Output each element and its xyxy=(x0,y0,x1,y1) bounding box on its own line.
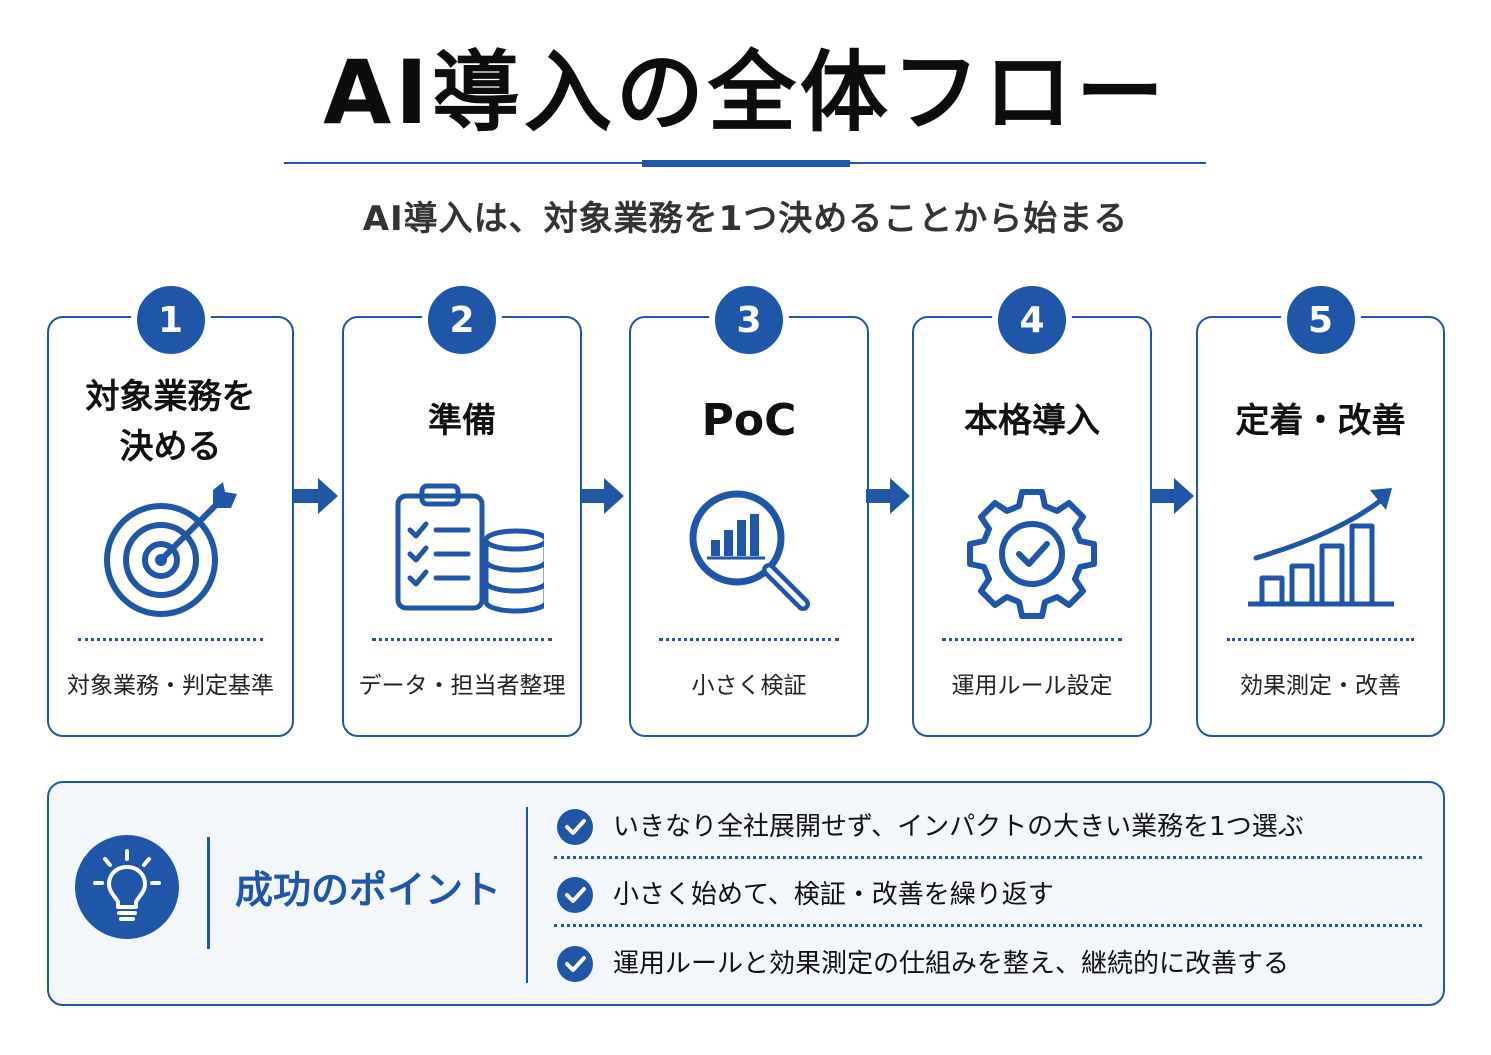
step-description: データ・担当者整理 xyxy=(358,673,566,699)
arrow-right-icon xyxy=(294,478,338,514)
step-description: 運用ルール設定 xyxy=(951,673,1113,699)
tip-item: 運用ルールと効果測定の仕組みを整え、継続的に改善する xyxy=(557,932,1423,992)
step-description: 対象業務・判定基準 xyxy=(67,673,274,699)
success-points-panel: 成功のポイント いきなり全社展開せず、インパクトの大きい業務を1つ選ぶ 小さく始… xyxy=(47,781,1445,1006)
chart-magnifier-icon xyxy=(689,490,810,611)
panel-divider xyxy=(207,837,210,949)
tip-text: 運用ルールと効果測定の仕組みを整え、継続的に改善する xyxy=(613,949,1290,979)
gear-check-icon xyxy=(967,489,1097,619)
clipboard-database-icon xyxy=(395,483,544,614)
step-divider xyxy=(942,638,1122,641)
step-title: 定着・改善 xyxy=(1235,401,1406,441)
step-divider xyxy=(659,638,839,641)
step-divider xyxy=(78,638,263,641)
tip-separator xyxy=(554,856,1422,859)
tip-separator xyxy=(554,924,1422,927)
arrow-right-icon xyxy=(1150,478,1194,514)
tip-item: いきなり全社展開せず、インパクトの大きい業務を1つ選ぶ xyxy=(557,795,1423,855)
step-card-2: 2 準備 データ・担当者整理 xyxy=(342,280,582,737)
checkmark-icon xyxy=(557,946,593,982)
lightbulb-badge xyxy=(75,835,179,939)
page-title: AI導入の全体フロー xyxy=(323,41,1168,144)
step-title: 対象業務を 決める xyxy=(85,377,256,467)
target-icon xyxy=(103,482,237,617)
page-subtitle: AI導入は、対象業務を1つ決めることから始まる xyxy=(362,199,1129,239)
step-description: 小さく検証 xyxy=(691,673,807,699)
step-card-5: 5 定着・改善 効果測定・改善 xyxy=(1196,280,1445,737)
step-number-badge: 5 xyxy=(1280,280,1361,360)
step-divider xyxy=(1227,638,1414,641)
arrow-right-icon xyxy=(866,478,910,514)
success-points-heading: 成功のポイント xyxy=(235,868,502,912)
step-number-badge: 1 xyxy=(130,280,211,360)
step-number-badge: 4 xyxy=(992,280,1072,360)
tip-text: いきなり全社展開せず、インパクトの大きい業務を1つ選ぶ xyxy=(613,812,1304,842)
title-underline-accent xyxy=(642,160,850,167)
lightbulb-icon xyxy=(93,849,161,921)
checkmark-icon xyxy=(557,809,593,845)
tip-item: 小さく始めて、検証・改善を繰り返す xyxy=(557,863,1423,923)
step-description: 効果測定・改善 xyxy=(1240,673,1401,699)
step-divider xyxy=(372,638,552,641)
step-number-badge: 3 xyxy=(709,280,789,360)
step-title: PoC xyxy=(701,395,797,446)
panel-divider xyxy=(526,807,528,983)
growth-chart-icon xyxy=(1247,488,1394,607)
tip-text: 小さく始めて、検証・改善を繰り返す xyxy=(613,880,1054,910)
step-card-1: 1 対象業務を 決める 対象業務・判定基準 xyxy=(47,280,294,737)
step-title: 準備 xyxy=(428,401,496,441)
step-title: 本格導入 xyxy=(964,401,1100,441)
checkmark-icon xyxy=(557,877,593,913)
step-card-4: 4 本格導入 運用ルール設定 xyxy=(912,280,1152,737)
arrow-right-icon xyxy=(580,478,624,514)
step-number-badge: 2 xyxy=(422,280,502,360)
step-card-3: 3 PoC 小さく検証 xyxy=(629,280,869,737)
